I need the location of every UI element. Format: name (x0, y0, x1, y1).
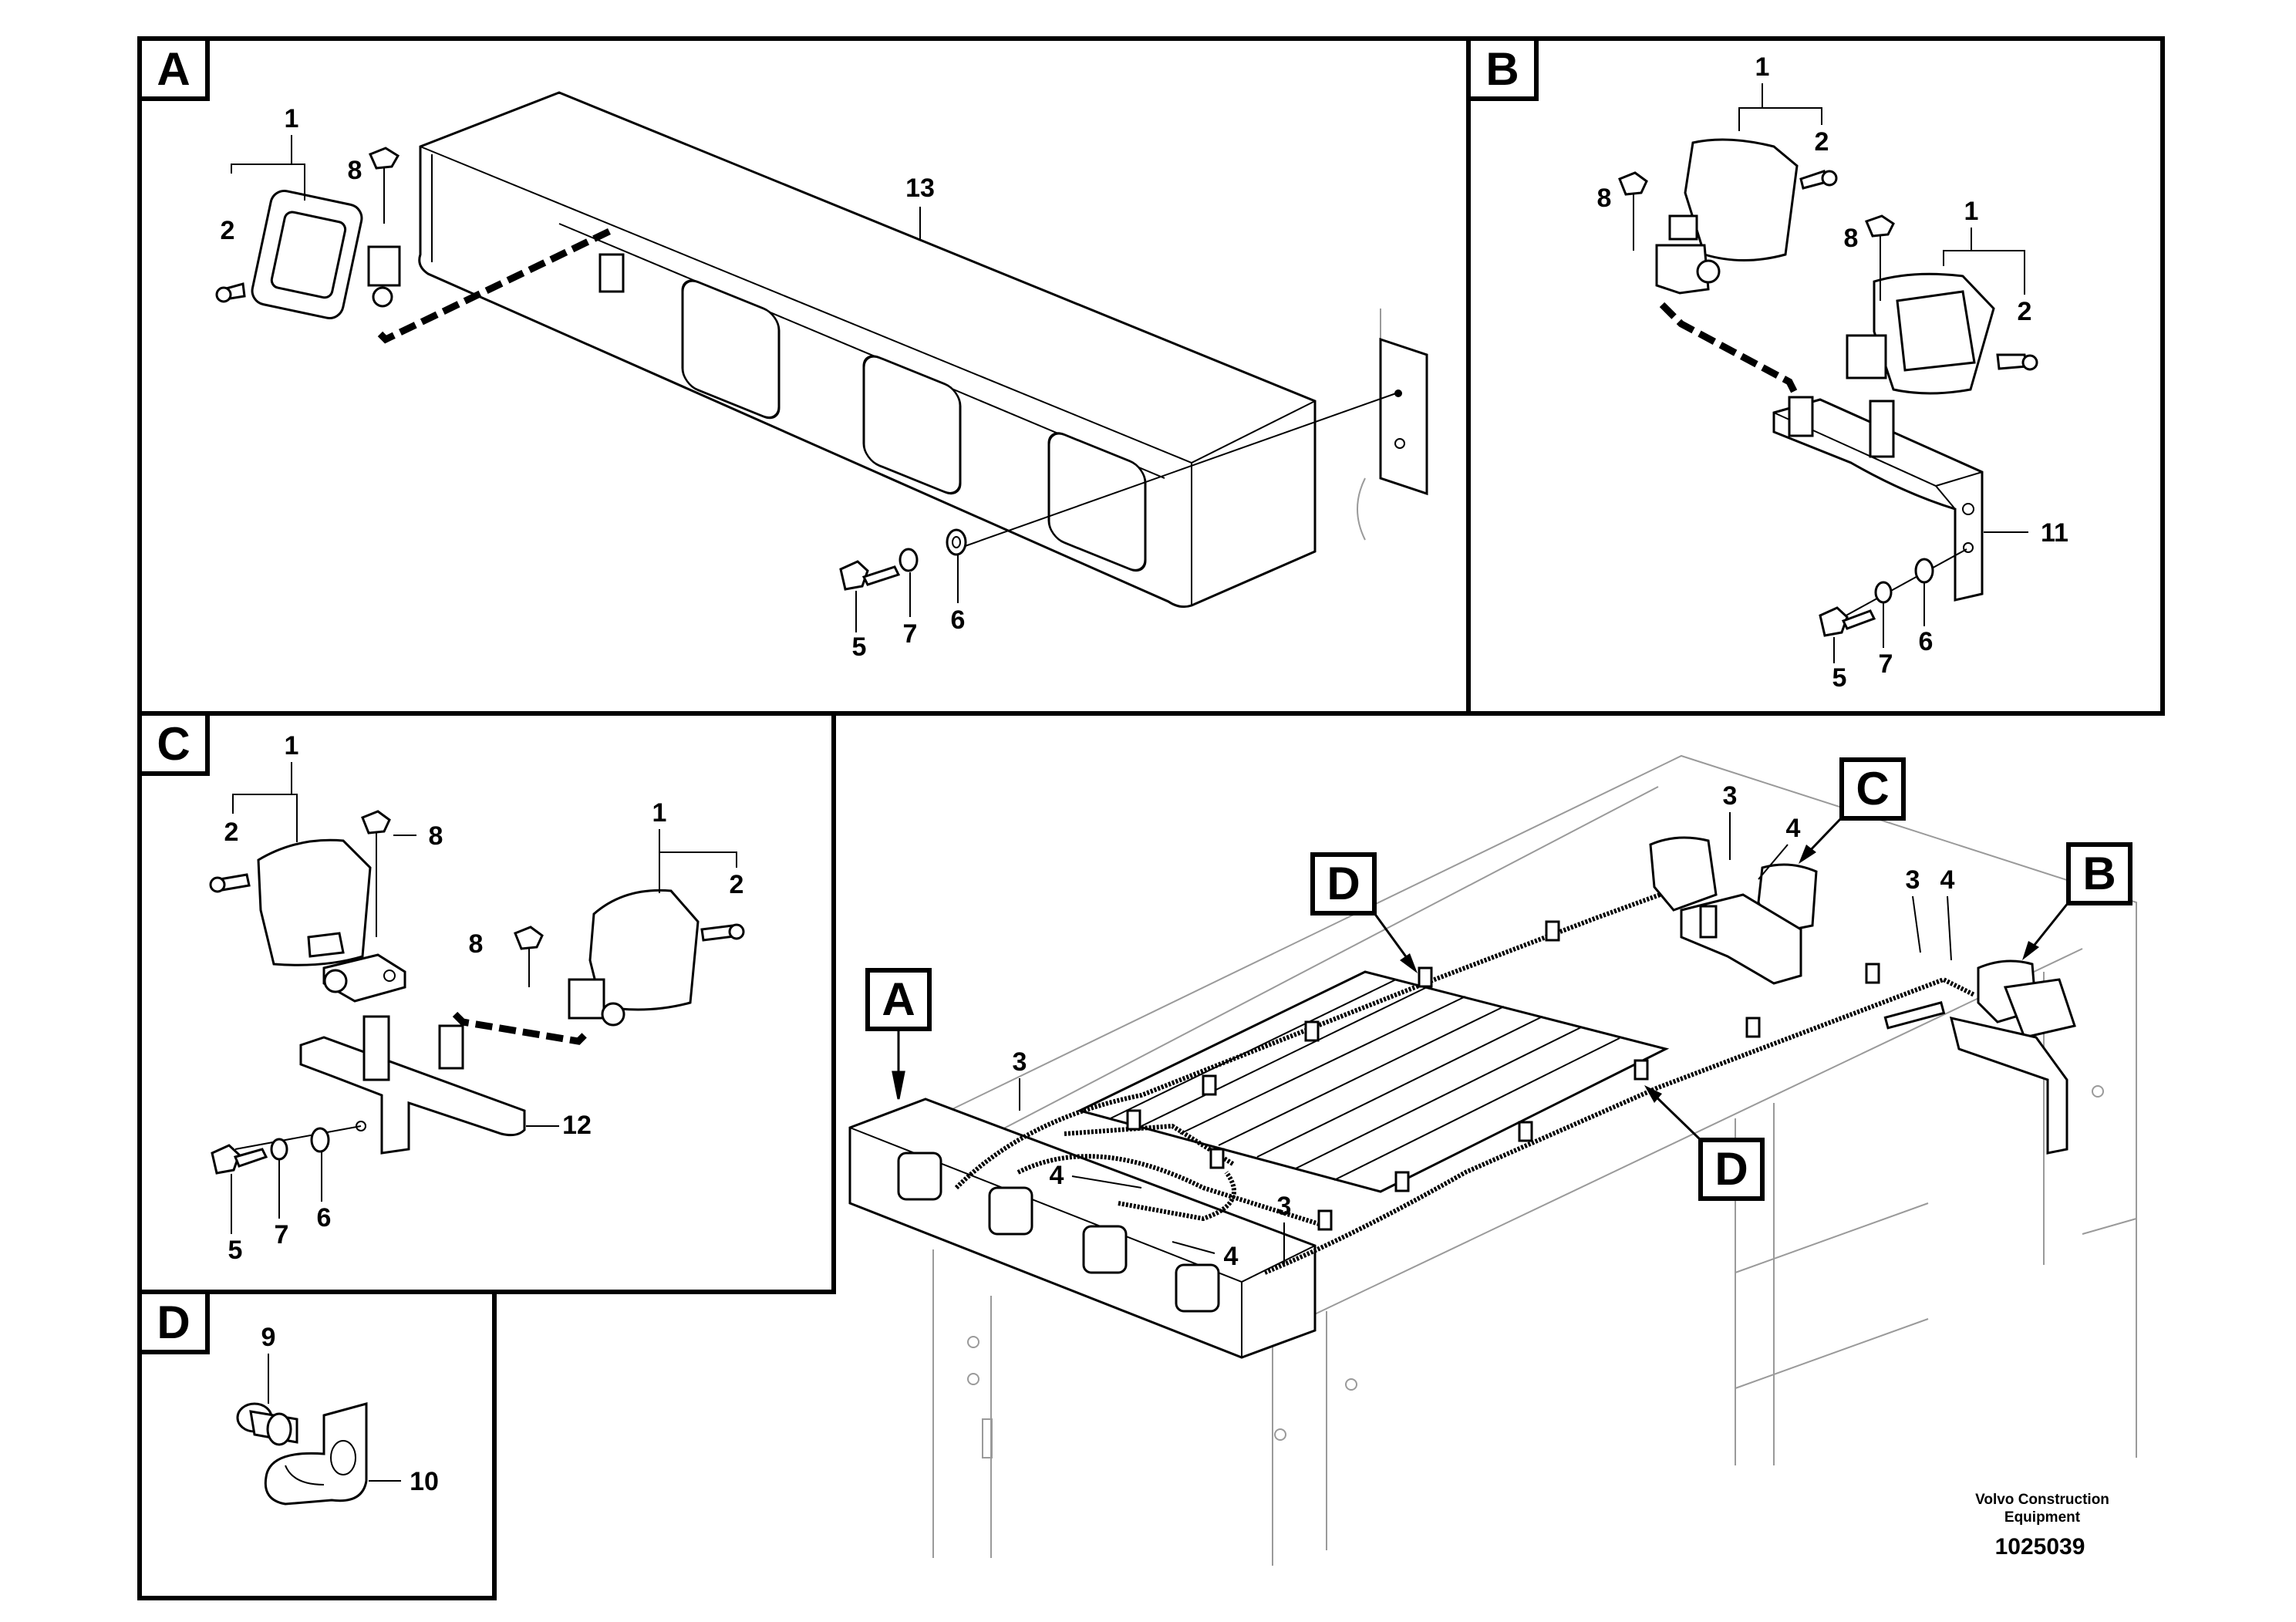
callout-2: 2 (221, 216, 235, 245)
panel-c-letter: C (157, 718, 190, 770)
mount-axis-line-c (234, 1125, 362, 1150)
panel-b-callouts: 1 2 8 1 8 2 11 5 7 6 (1597, 52, 2068, 693)
front-light-bar (848, 1098, 1317, 1359)
tag-d1: D (1327, 858, 1360, 909)
callout-3c: 3 (1723, 781, 1738, 811)
callout-2a: 2 (1815, 127, 1829, 157)
lamp-cable (375, 228, 611, 344)
callout-3b: 3 (1277, 1192, 1292, 1221)
tag-a: A (882, 973, 915, 1025)
callout-13: 13 (905, 174, 935, 203)
callout-10: 10 (410, 1467, 439, 1496)
panel-d-letter: D (157, 1297, 190, 1348)
callout-6: 6 (951, 605, 966, 635)
callout-8b: 8 (1844, 224, 1859, 253)
fastener-set (839, 528, 967, 591)
upper-work-lamp (1655, 138, 1838, 295)
bracket-11 (1772, 396, 1984, 602)
panel-a: A (137, 36, 1428, 662)
rear-center-lamps (1649, 836, 1818, 985)
callout-5: 5 (1832, 663, 1847, 693)
panel-a-callouts: 1 2 8 13 5 7 6 (221, 104, 966, 662)
panel-b-letter: B (1485, 43, 1519, 95)
callout-3d: 3 (1906, 865, 1920, 895)
tag-c: C (1856, 763, 1889, 814)
left-work-lamp (209, 838, 406, 1003)
bolts-8 (1618, 171, 1895, 301)
harness-clamps (1126, 920, 1880, 1231)
overview-tags: A D C B D (865, 757, 2132, 1201)
callout-7: 7 (903, 619, 918, 649)
panel-c-callouts: 1 2 8 1 8 2 12 5 7 6 (224, 731, 744, 1265)
bolt-9 (236, 1402, 298, 1446)
bracket-12 (299, 1015, 526, 1155)
roof-grille (1076, 970, 1670, 1193)
panel-b: B (1466, 36, 2068, 693)
panel-c: C (137, 711, 745, 1265)
callout-7: 7 (275, 1220, 289, 1249)
p-clamp-10 (264, 1402, 368, 1506)
cab-mount-plate (1357, 309, 1428, 541)
mount-axis-line-b (1843, 548, 1967, 618)
tag-b: B (2082, 848, 2116, 899)
callout-4c: 4 (1786, 814, 1801, 843)
overview-callouts: 3 4 4 3 3 4 3 4 (1013, 781, 1955, 1271)
lower-work-lamp (1846, 272, 2038, 395)
wiring-harness (954, 885, 1976, 1275)
detached-work-lamp (215, 190, 401, 319)
bolts-8-c (361, 810, 544, 987)
callout-2b: 2 (730, 870, 744, 899)
callout-8a: 8 (429, 821, 443, 851)
callout-8a: 8 (1597, 184, 1612, 213)
credit-line-2: Equipment (2004, 1509, 2081, 1526)
credit-line-1: Volvo Construction (1975, 1492, 2109, 1508)
document-number: 1025039 (1995, 1534, 2085, 1560)
callout-4d: 4 (1940, 865, 1955, 895)
callout-4b: 4 (1224, 1242, 1239, 1271)
callout-12: 12 (562, 1111, 592, 1140)
cab-outline (932, 754, 2137, 1566)
callout-4a: 4 (1050, 1161, 1064, 1190)
callout-5: 5 (228, 1236, 243, 1265)
work-lamps-row (681, 279, 1147, 572)
callout-2a: 2 (224, 818, 239, 847)
fastener-set-c (211, 1127, 330, 1175)
rear-right-lamp (1883, 959, 2076, 1155)
callout-1b: 1 (1964, 197, 1979, 226)
right-work-lamp (568, 889, 745, 1027)
light-bar-housing (418, 91, 1317, 609)
panel-a-letter: A (157, 43, 190, 95)
callout-9: 9 (261, 1323, 276, 1352)
panel-d: D 9 10 (137, 1290, 439, 1506)
bolt-8 (368, 147, 400, 224)
callout-1a: 1 (285, 731, 299, 760)
callout-7: 7 (1879, 649, 1893, 679)
callout-6: 6 (1919, 627, 1934, 656)
lamp-b-cable (1659, 302, 1801, 400)
callout-5: 5 (852, 632, 867, 662)
callout-3a: 3 (1013, 1047, 1027, 1077)
document-footer: Volvo Construction Equipment 1025039 (1975, 1492, 2109, 1560)
lamp-c-cable (452, 1011, 589, 1045)
callout-1: 1 (285, 104, 299, 133)
overview-assembly: A D C B D 3 4 4 3 (848, 754, 2137, 1566)
panel-frames (137, 36, 2165, 1600)
spacer-post (598, 253, 625, 293)
panel-d-callouts: 9 10 (261, 1323, 439, 1496)
callout-6: 6 (317, 1203, 332, 1233)
fastener-set-b (1819, 558, 1934, 637)
callout-1a: 1 (1755, 52, 1770, 82)
callout-8b: 8 (469, 929, 484, 959)
callout-2b: 2 (2018, 297, 2032, 326)
mount-axis-line (956, 393, 1397, 550)
callout-1b: 1 (652, 798, 667, 828)
callout-8: 8 (348, 156, 362, 185)
callout-11: 11 (2041, 518, 2068, 548)
tag-d2: D (1714, 1143, 1748, 1195)
